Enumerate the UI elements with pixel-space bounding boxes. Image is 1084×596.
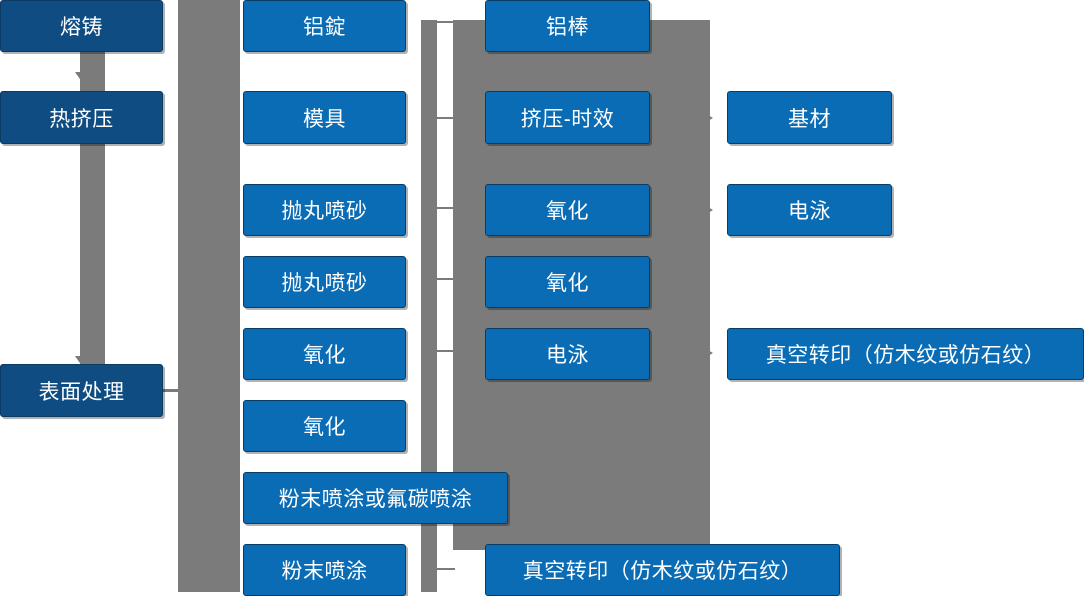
- connector-tick-3: [437, 207, 455, 209]
- process-box-extrusion-aging[interactable]: 挤压-时效: [485, 91, 650, 144]
- stage-box-hot-extrusion[interactable]: 热挤压: [0, 91, 163, 144]
- process-label-electrophoresis-c4: 电泳: [788, 200, 831, 223]
- connector-arrow-to-c2-1: [222, 19, 234, 33]
- connector-surface-stub: [162, 389, 186, 392]
- process-box-aluminum-bar[interactable]: 铝棒: [485, 0, 650, 52]
- connector-arrow-to-c2-2: [222, 110, 234, 124]
- process-box-mold[interactable]: 模具: [243, 91, 406, 144]
- connector-arrow-to-c3-6: [703, 347, 713, 359]
- process-label-vacuum-transfer-printing-bottom: 真空转印（仿木纹或仿石纹）: [522, 560, 803, 583]
- connector-arrow-to-c2-8: [222, 562, 234, 576]
- process-label-vacuum-transfer-printing-right: 真空转印（仿木纹或仿石纹）: [765, 344, 1046, 367]
- connector-left-vertical-bar: [80, 26, 105, 366]
- connector-tick-2: [437, 117, 455, 119]
- process-label-oxidation-c2-2: 氧化: [303, 416, 346, 439]
- process-box-shot-blasting-1[interactable]: 抛丸喷砂: [243, 184, 406, 236]
- process-box-aluminum-ingot[interactable]: 铝錠: [243, 0, 406, 52]
- process-label-powder-coating: 粉末喷涂: [281, 560, 368, 583]
- process-label-substrate: 基材: [788, 107, 831, 131]
- process-box-oxidation-c3-2[interactable]: 氧化: [485, 256, 650, 308]
- process-box-oxidation-c3-1[interactable]: 氧化: [485, 184, 650, 236]
- process-box-electrophoresis-c3[interactable]: 电泳: [485, 328, 650, 380]
- connector-arrow-to-c4-2: [703, 204, 713, 216]
- process-label-aluminum-ingot: 铝錠: [303, 16, 346, 39]
- connector-left-down-arrow: [75, 72, 89, 82]
- process-label-electrophoresis-c3: 电泳: [546, 344, 589, 367]
- process-box-powder-or-fluorocarbon-coating[interactable]: 粉末喷涂或氟碳喷涂: [243, 472, 508, 524]
- connector-left-down-arrow-2: [75, 356, 89, 366]
- process-box-shot-blasting-2[interactable]: 抛丸喷砂: [243, 256, 406, 308]
- connector-arrow-to-c2-6: [222, 418, 234, 432]
- connector-arrow-to-c2-3: [222, 202, 234, 216]
- process-label-shot-blasting-2: 抛丸喷砂: [281, 272, 368, 295]
- connector-tick-4: [437, 278, 455, 280]
- connector-mid-narrow-bar: [421, 20, 437, 592]
- process-box-vacuum-transfer-printing-right[interactable]: 真空转印（仿木纹或仿石纹）: [727, 328, 1084, 380]
- process-label-oxidation-c3-1: 氧化: [546, 200, 589, 223]
- process-box-substrate[interactable]: 基材: [727, 91, 892, 144]
- process-box-vacuum-transfer-printing-bottom[interactable]: 真空转印（仿木纹或仿石纹）: [485, 544, 840, 596]
- process-box-oxidation-c2-1[interactable]: 氧化: [243, 328, 406, 380]
- connector-arrow-to-c4-1: [703, 112, 713, 124]
- process-label-aluminum-bar: 铝棒: [546, 16, 589, 39]
- process-label-oxidation-c2-1: 氧化: [303, 344, 346, 367]
- process-label-oxidation-c3-2: 氧化: [546, 272, 589, 295]
- connector-tick-5: [437, 350, 455, 352]
- process-label-shot-blasting-1: 抛丸喷砂: [281, 200, 368, 223]
- process-box-electrophoresis-c4[interactable]: 电泳: [727, 184, 892, 236]
- connector-tick-1: [437, 21, 455, 23]
- stage-label-melting: 熔铸: [60, 16, 103, 39]
- connector-arrow-to-c2-4: [222, 274, 234, 288]
- connector-tick-6: [437, 568, 455, 570]
- stage-label-hot-extrusion: 热挤压: [49, 107, 114, 131]
- process-box-powder-coating[interactable]: 粉末喷涂: [243, 544, 406, 596]
- stage-box-surface-treatment[interactable]: 表面处理: [0, 364, 163, 417]
- connector-arrow-to-c2-7: [222, 491, 234, 505]
- process-label-powder-or-fluorocarbon-coating: 粉末喷涂或氟碳喷涂: [278, 488, 473, 511]
- stage-label-surface-treatment: 表面处理: [38, 380, 125, 404]
- process-label-mold: 模具: [303, 107, 346, 131]
- stage-box-melting[interactable]: 熔铸: [0, 0, 163, 52]
- process-label-extrusion-aging: 挤压-时效: [520, 107, 615, 131]
- process-box-oxidation-c2-2[interactable]: 氧化: [243, 400, 406, 452]
- connector-arrow-to-c2-5: [222, 346, 234, 360]
